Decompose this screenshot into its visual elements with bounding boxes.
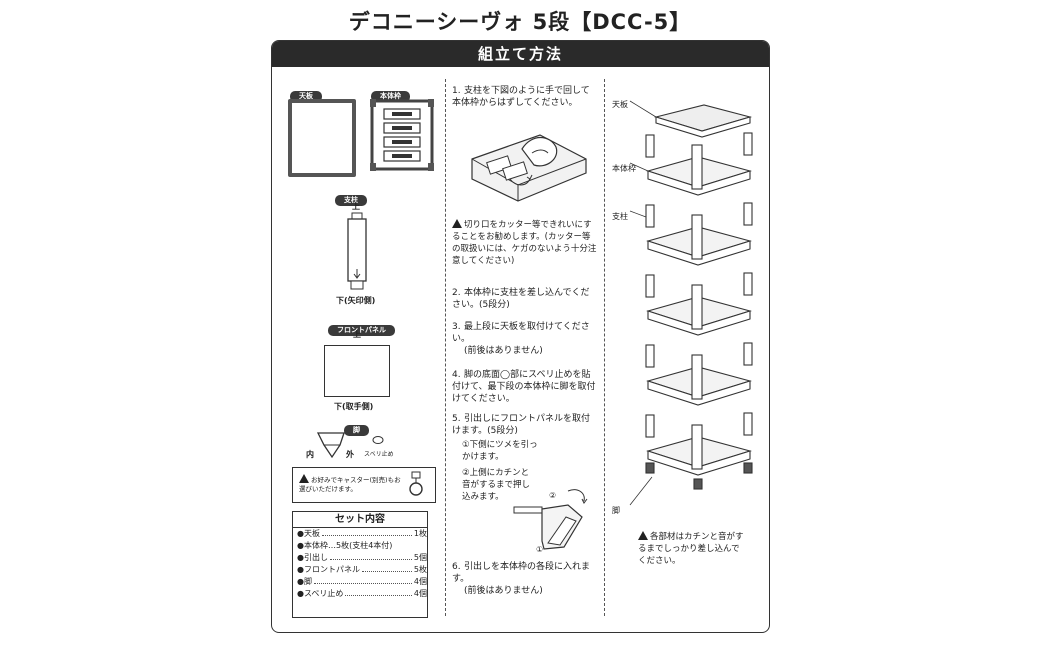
- warning-icon: [638, 531, 648, 540]
- pillar-top-mark: 上: [352, 202, 360, 211]
- step-1-illustration: [471, 134, 587, 202]
- top-board-illustration: [288, 99, 356, 177]
- step-2: 2.本体枠に支柱を差し込んでください。(5段分): [452, 288, 590, 310]
- parts-label-top-board: 天板: [290, 91, 322, 102]
- column-divider: [604, 79, 605, 616]
- pillar-bottom-label: 下(矢印側): [336, 296, 376, 305]
- leg-inner-label: 内: [306, 450, 314, 459]
- panel-top-mark: 上: [353, 330, 361, 339]
- warning-icon: [452, 219, 462, 228]
- step-5-illustration: [513, 489, 588, 550]
- panel-bottom-label: 下(取手側): [334, 402, 374, 411]
- step-1: 1.支柱を下図のように手で回して本体枠からはずしてください。: [452, 86, 590, 108]
- label-leg: 脚: [612, 506, 620, 515]
- list-item: ●本体枠…5枚(支柱4本付): [297, 541, 393, 550]
- front-panel-illustration: [324, 345, 390, 397]
- column-divider: [445, 79, 446, 616]
- assembly-diagram: 天板 本体枠 支柱 脚: [608, 71, 768, 622]
- stopper-icon: [372, 436, 384, 444]
- pillar-illustration: [347, 212, 367, 290]
- step-5-b: ②上側にカチンと音がするまで押し込みます。: [462, 468, 531, 502]
- section-banner: 組立て方法: [272, 41, 769, 67]
- label-pillar: 支柱: [612, 212, 628, 221]
- set-contents-title: セット内容: [293, 512, 427, 528]
- leg-outer-label: 外: [346, 450, 354, 459]
- parts-label-leg: 脚: [344, 425, 369, 436]
- caster-note-text: お好みでキャスター(別売)もお選びいただけます。: [299, 476, 401, 493]
- tower-illustration: [629, 100, 753, 506]
- marker-2: ②: [549, 491, 557, 500]
- final-note: 各部材はカチンと音がするまでしっかり差し込んでください。: [638, 531, 744, 566]
- parts-label-body-frame: 本体枠: [371, 91, 410, 102]
- stopper-label: スベリ止め: [364, 451, 394, 458]
- caster-note: お好みでキャスター(別売)もお選びいただけます。: [292, 467, 436, 503]
- step-5-a: ①下側にツメを引っかけます。: [462, 440, 538, 462]
- instruction-card: 組立て方法 天板 本体枠 支柱 上 下(矢印側) フロント: [271, 40, 770, 633]
- warning-icon: [299, 474, 309, 483]
- label-top-board: 天板: [612, 100, 628, 109]
- marker-1: ①: [536, 545, 544, 554]
- parts-label-front-panel: フロントパネル: [328, 325, 395, 336]
- step-4: 4.脚の底面◯部にスベリ止めを貼付けて、最下段の本体枠に脚を取付けてください。: [452, 370, 596, 404]
- parts-label-pillar: 支柱: [335, 195, 367, 206]
- page-title: デコニーシーヴォ 5段【DCC-5】: [348, 10, 692, 34]
- leg-illustration: [316, 432, 345, 459]
- step-5: 5.引出しにフロントパネルを取付けます。(5段分): [452, 414, 591, 436]
- caster-icon: [409, 471, 423, 496]
- steps-column: 1.支柱を下図のように手で回して本体枠からはずしてください。 切り口をカッター等…: [452, 71, 598, 622]
- caution-note: 切り口をカッター等できれいにすることをお勧めします。(カッター等の取扱いには、ケ…: [452, 219, 597, 266]
- step-3: 3.最上段に天板を取付けてください。 (前後はありません): [452, 322, 590, 356]
- step-6: 6.引出しを本体枠の各段に入れます。 (前後はありません): [452, 562, 591, 596]
- parts-column: 天板 本体枠 支柱 上 下(矢印側) フロントパネル 上 下(取手側): [280, 71, 436, 622]
- label-body-frame: 本体枠: [612, 164, 636, 173]
- body-frame-illustration: [370, 99, 434, 171]
